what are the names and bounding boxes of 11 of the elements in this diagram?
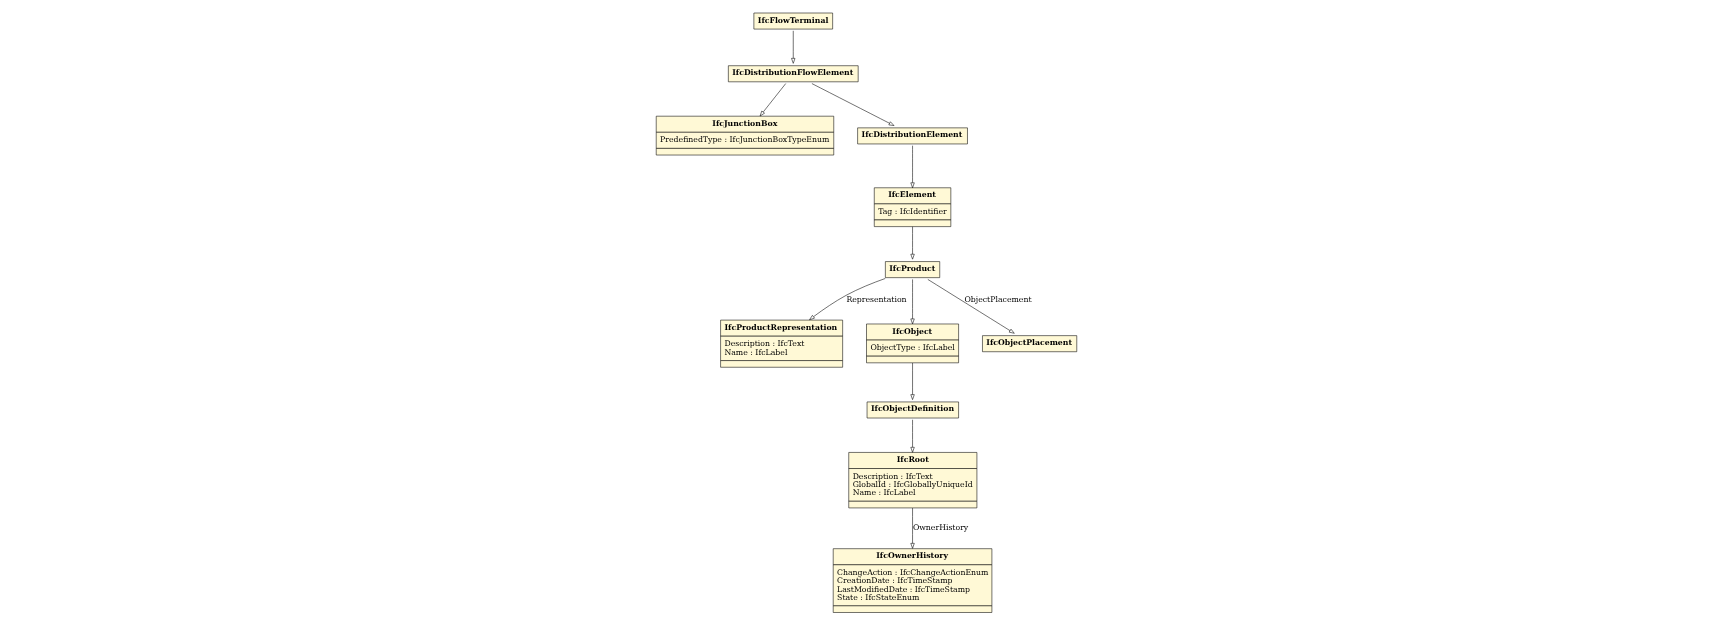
arrow (791, 30, 796, 64)
arrow (910, 226, 915, 260)
arrow (809, 278, 886, 320)
arrow (910, 419, 915, 453)
arrow (811, 83, 895, 126)
arrow (759, 83, 786, 117)
arrow (927, 279, 1015, 334)
arrow (910, 362, 915, 400)
arrow (910, 279, 915, 325)
arrow (910, 145, 915, 189)
arrow (910, 507, 915, 549)
